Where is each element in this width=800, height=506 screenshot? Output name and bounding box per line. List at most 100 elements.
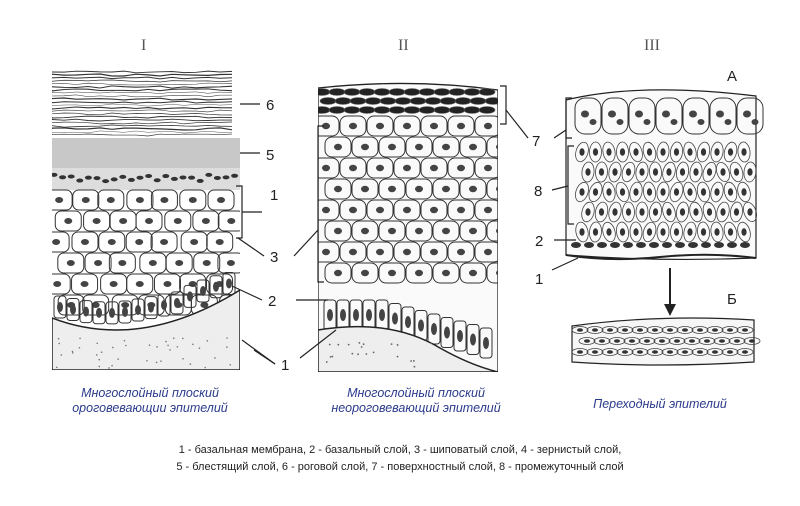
stretched-cell: [721, 348, 739, 356]
cell-outline: [393, 115, 421, 137]
intermediate-cell: [737, 141, 751, 163]
fiber-dot: [396, 344, 399, 346]
umbrella-nucleus: [608, 110, 616, 118]
flat-cell: [478, 88, 496, 96]
intermediate-cell: [642, 221, 657, 243]
cell-outline: [318, 157, 340, 179]
stretched-cell: [578, 337, 596, 345]
intermediate-cell: [683, 221, 697, 243]
intermediate-nucleus: [747, 208, 753, 216]
fiber-dot: [100, 351, 103, 354]
cell-outline: [459, 136, 487, 158]
cell-nucleus: [403, 122, 411, 130]
keratin-line: [52, 109, 233, 113]
cell-outline: [366, 157, 394, 179]
cell-nucleus: [469, 185, 477, 193]
basal-nucleus: [213, 281, 219, 292]
label-2: 2: [268, 293, 276, 310]
granule: [76, 178, 84, 183]
stretched-nucleus: [659, 339, 665, 343]
stretched-cell: [586, 348, 604, 356]
stretched-cell: [661, 326, 679, 334]
fiber-dot: [155, 361, 158, 364]
spinous-cells: [52, 172, 240, 325]
intermediate-cell: [729, 161, 744, 183]
umbrella-nucleus: [643, 119, 651, 125]
cell-outline: [126, 273, 154, 295]
keratin-line: [52, 88, 233, 92]
granule: [102, 179, 110, 184]
caption-transitional: Переходный эпителий: [593, 397, 727, 411]
fiber-dot: [198, 347, 201, 350]
intermediate-cell: [656, 181, 670, 203]
panel-transitional-a: [565, 89, 764, 261]
stretched-nucleus: [577, 350, 583, 354]
intermediate-nucleus: [720, 168, 726, 176]
stretched-cell: [743, 337, 761, 345]
cell-outline: [83, 210, 111, 232]
cell-outline: [324, 262, 352, 284]
intermediate-nucleus: [579, 148, 585, 156]
cell-outline: [459, 220, 487, 242]
intermediate-cell: [635, 201, 649, 223]
superficial-flat-cells: [318, 88, 498, 114]
stretched-nucleus: [629, 339, 635, 343]
intermediate-cell: [710, 221, 724, 243]
intermediate-cell: [723, 141, 738, 163]
cell-outline: [447, 241, 475, 263]
fiber-dot: [60, 354, 63, 356]
cell-outline: [318, 115, 340, 137]
stretched-cell: [728, 337, 746, 345]
flat-cell: [328, 106, 346, 114]
basal-nucleus: [470, 333, 476, 346]
intermediate-nucleus: [741, 188, 747, 196]
intermediate-nucleus: [612, 208, 618, 216]
cell-nucleus: [135, 281, 144, 287]
intermediate-nucleus: [652, 168, 659, 176]
cell-outline: [193, 252, 221, 274]
intermediate-nucleus: [673, 188, 680, 196]
cell-nucleus: [349, 122, 357, 130]
granule: [145, 174, 153, 179]
basal-nucleus: [57, 302, 63, 312]
cell-outline: [405, 262, 433, 284]
cell-outline: [97, 189, 125, 211]
flat-cell: [484, 97, 498, 105]
cell-nucleus: [361, 185, 369, 193]
intermediate-cell: [696, 181, 711, 203]
umbrella-nucleus: [724, 119, 732, 125]
cell-nucleus: [430, 206, 438, 214]
flat-cell: [469, 97, 487, 105]
stretched-nucleus: [652, 328, 658, 332]
intermediate-cell: [649, 161, 662, 183]
intermediate-cell: [642, 181, 657, 203]
stretched-cell: [623, 337, 641, 345]
intermediate-nucleus: [606, 228, 612, 236]
intermediate-nucleus: [727, 228, 734, 236]
cell-nucleus: [322, 248, 330, 256]
fiber-dot: [146, 359, 148, 362]
stretched-cell: [706, 348, 724, 356]
fiber-dot: [169, 349, 171, 351]
cell-nucleus: [92, 218, 101, 224]
umbrella-cell: [709, 97, 737, 135]
keratin-line: [52, 133, 233, 137]
cell-outline: [393, 199, 421, 221]
intermediate-cell: [622, 201, 635, 223]
umbrella-nucleus: [589, 119, 597, 125]
flat-cell: [319, 97, 337, 105]
basal-nucleus: [405, 316, 411, 328]
cell-nucleus: [81, 197, 90, 203]
cell-outline: [71, 231, 99, 253]
umbrella-cell: [574, 97, 602, 135]
basal-nucleus: [610, 242, 620, 248]
cell-outline: [52, 273, 71, 295]
keratin-line: [52, 73, 233, 77]
fiber-dot: [57, 337, 60, 340]
stretched-cell: [721, 326, 739, 334]
fiber-dot: [204, 366, 206, 369]
intermediate-cell: [669, 181, 684, 203]
stretched-cell: [631, 348, 649, 356]
intermediate-cell: [629, 181, 643, 203]
stretched-cell: [593, 337, 611, 345]
